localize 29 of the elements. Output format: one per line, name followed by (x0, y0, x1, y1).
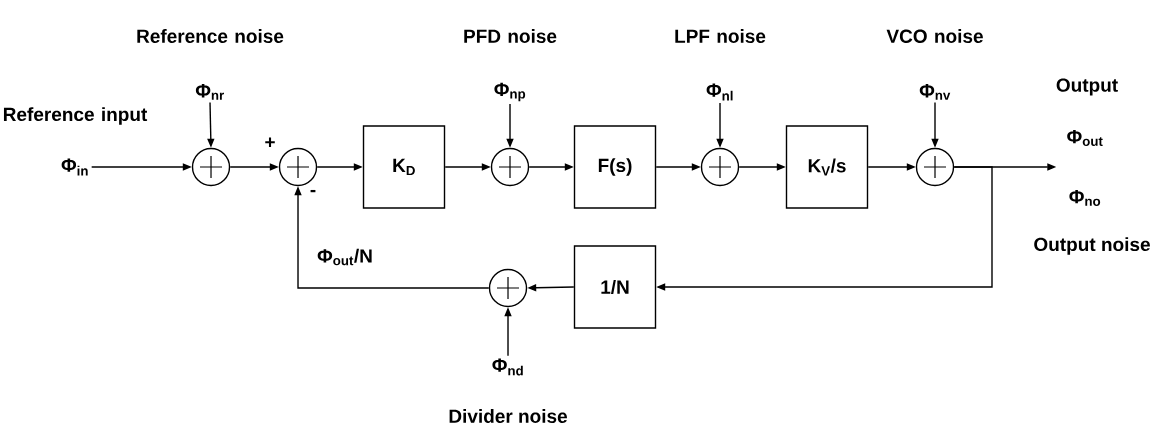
noise-heading: VCO noise (886, 29, 983, 43)
summing-junction (490, 147, 530, 187)
output-heading: Output (1056, 78, 1118, 96)
noise-heading: Reference input (3, 107, 148, 125)
sign-label: - (310, 189, 316, 193)
signal-label: Φ$_{nr}$ (195, 84, 224, 100)
edge-label: Φ$_{out}$/N (317, 248, 372, 266)
signal-label: Φ$_{nd}$ (492, 358, 523, 376)
signal-label: Φ$_{no}$ (1069, 190, 1101, 206)
summing-junction (191, 147, 231, 187)
summing-junction (700, 147, 740, 187)
noise-heading: Reference noise (137, 29, 284, 43)
block-box: 1/N (573, 245, 657, 329)
block-box: K$_{V}$/s (785, 125, 869, 209)
signal-label: Φ$_{out}$ (1067, 130, 1103, 146)
signal-label: Φ$_{nl}$ (706, 83, 733, 101)
signal-label: Φ$_{in}$ (61, 158, 88, 176)
noise-heading: PFD noise (464, 29, 557, 43)
summing-junction (488, 268, 528, 308)
block-box: F(s) (573, 125, 657, 209)
noise-heading: LPF noise (675, 29, 766, 43)
signal-label: Φ$_{nv}$ (919, 84, 951, 100)
noise-heading: Divider noise (449, 409, 567, 423)
sign-label: + (265, 137, 275, 148)
signal-label: Φ$_{np}$ (494, 82, 526, 102)
noise-heading: Output noise (1034, 237, 1150, 255)
block-box: K$_{D}$ (362, 125, 446, 209)
summing-junction (278, 147, 318, 187)
summing-junction (915, 147, 955, 187)
